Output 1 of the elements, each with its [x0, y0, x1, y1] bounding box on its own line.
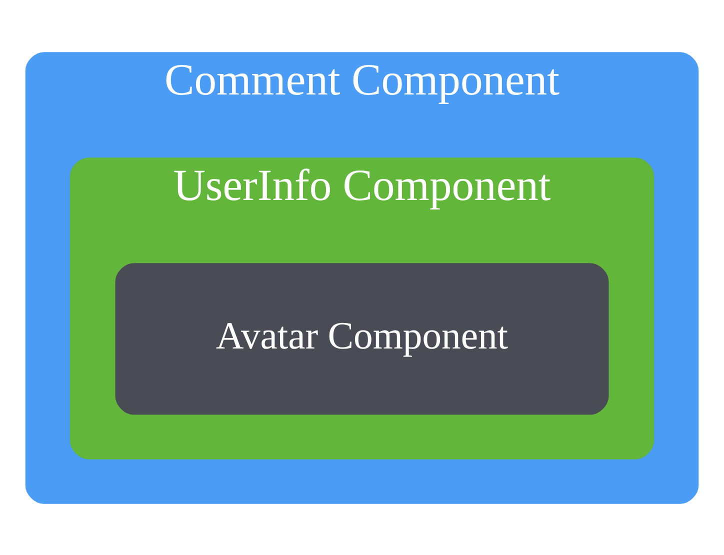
node-box: Avatar Component	[115, 262, 609, 414]
